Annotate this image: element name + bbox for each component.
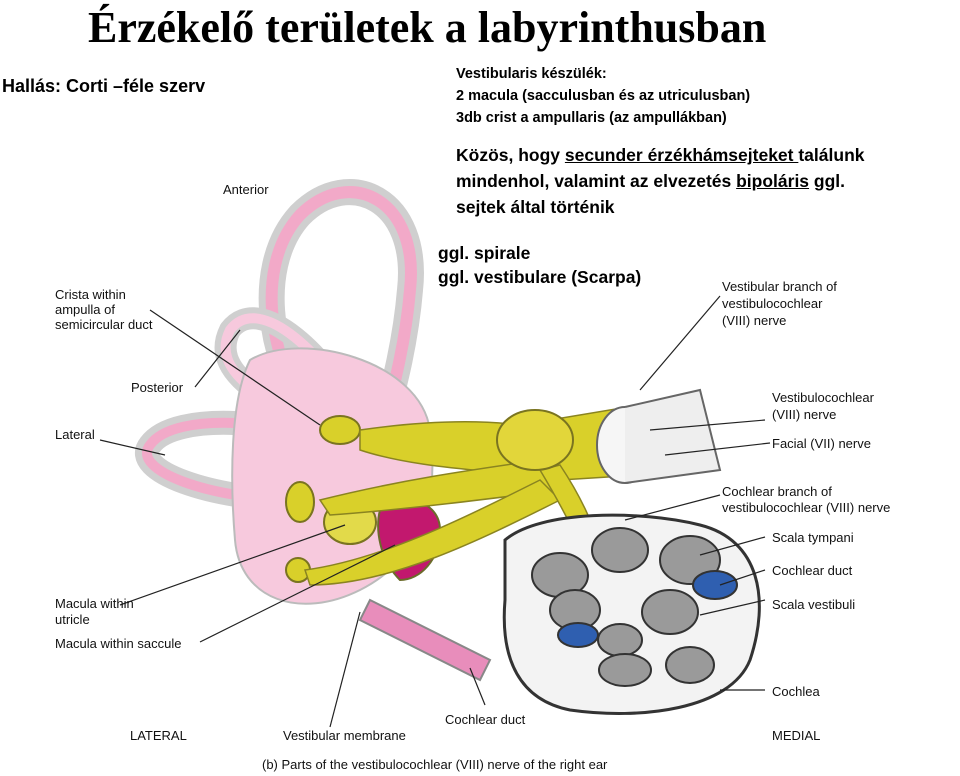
leader-lines xyxy=(99,295,771,728)
label-facial-nerve: Facial (VII) nerve xyxy=(772,436,871,451)
label-lateral-side: LATERAL xyxy=(130,728,187,743)
vestibular-line-macula: 2 macula (sacculusban és az utriculusban… xyxy=(456,88,751,104)
scarpa-ganglion xyxy=(496,409,574,471)
label-lateral: Lateral xyxy=(55,427,95,442)
ganglion-spirale-text: ggl. spirale xyxy=(438,243,531,263)
label-anterior: Anterior xyxy=(223,182,269,197)
facial-nerve-sheath xyxy=(624,388,722,484)
common-text-1: Közös, hogy xyxy=(456,145,565,165)
common-text-4: ggl. xyxy=(809,171,846,191)
label-posterior: Posterior xyxy=(131,380,184,395)
label-macula-utricle-2: utricle xyxy=(55,612,90,627)
bipolar-term: bipoláris xyxy=(736,171,810,191)
label-cochlea: Cochlea xyxy=(772,684,820,699)
cochlear-duct-base xyxy=(358,598,492,682)
label-vestibular-branch-1: Vestibular branch of xyxy=(722,279,837,294)
common-text-2: találunk xyxy=(798,145,865,165)
hearing-organ-text: Hallás: Corti –féle szerv xyxy=(2,76,206,96)
label-crista-1: Crista within xyxy=(55,287,126,302)
ampulla-lateral xyxy=(285,481,315,523)
common-text-3: mindenhol, valamint az elvezetés xyxy=(456,171,737,191)
label-vestibular-branch-3: (VIII) nerve xyxy=(722,313,787,328)
common-line-3: sejtek által történik xyxy=(456,197,615,217)
common-line-1: Közös, hogy secunder érzékhámsejteket ta… xyxy=(456,143,865,168)
label-scala-tympani: Scala tympani xyxy=(772,530,854,545)
cochlear-duct-blue-1 xyxy=(692,570,738,600)
common-line-2: mindenhol, valamint az elvezetés bipolár… xyxy=(456,169,845,194)
cochlear-duct-blue-2 xyxy=(557,622,599,648)
slide-title: Érzékelő területek a labyrinthusban xyxy=(88,3,767,52)
vestibular-heading: Vestibularis készülék: xyxy=(456,66,607,82)
label-cochlear-duct-bottom: Cochlear duct xyxy=(445,712,526,727)
label-cochlear-branch-2: vestibulocochlear (VIII) nerve xyxy=(722,500,891,515)
ampulla-anterior xyxy=(319,415,361,445)
label-crista-2: ampulla of xyxy=(55,302,115,317)
label-crista-3: semicircular duct xyxy=(55,317,153,332)
label-macula-utricle-1: Macula within xyxy=(55,596,134,611)
label-vestibulocochlear-2: (VIII) nerve xyxy=(772,407,837,422)
label-cochlear-duct: Cochlear duct xyxy=(772,563,853,578)
label-vestibular-membrane: Vestibular membrane xyxy=(283,728,406,743)
vestibular-line-crista: 3db crist a ampullaris (az ampullákban) xyxy=(456,110,727,126)
secondary-sensory-cells-term: secunder érzékhámsejteket xyxy=(564,145,799,165)
label-cochlear-branch-1: Cochlear branch of xyxy=(722,484,832,499)
label-vestibular-branch-2: vestibulocochlear xyxy=(722,296,823,311)
cochlea-cross-section xyxy=(502,513,761,715)
ganglion-vestibulare-text: ggl. vestibulare (Scarpa) xyxy=(438,267,642,287)
figure-caption: (b) Parts of the vestibulocochlear (VIII… xyxy=(262,757,608,772)
label-vestibulocochlear-1: Vestibulocochlear xyxy=(772,390,874,405)
label-macula-saccule: Macula within saccule xyxy=(55,636,182,651)
label-medial: MEDIAL xyxy=(772,728,821,743)
label-scala-vestibuli: Scala vestibuli xyxy=(772,597,856,612)
